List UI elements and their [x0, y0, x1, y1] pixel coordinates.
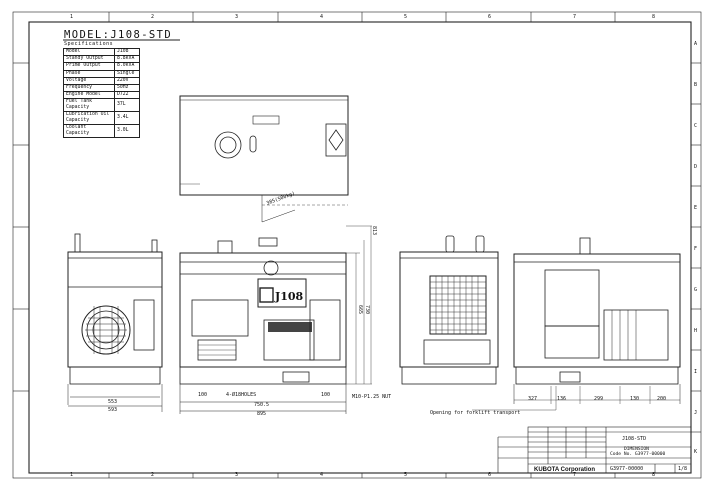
ruler-number: 2 [151, 14, 155, 20]
company-logo: KUBOTA Corporation [534, 467, 595, 473]
outer-border [12, 11, 702, 479]
spec-value: 3.4L [114, 111, 140, 126]
rear-view [399, 235, 499, 385]
dim-136: 136 [557, 396, 567, 402]
spec-value: Single [114, 69, 140, 78]
dim-327: 327 [528, 396, 538, 402]
drawing-title: MODEL:J108-STD [64, 29, 173, 41]
dim-730: 730 [364, 305, 370, 315]
ruler-letter: D [694, 164, 698, 170]
ruler-number: 8 [652, 472, 656, 478]
spec-key: Fuel Tank Capacity [63, 98, 115, 113]
ruler-number: 6 [488, 14, 492, 20]
ruler-letter: C [694, 123, 698, 129]
spec-key: Coolant Capacity [63, 124, 115, 139]
spec-value: 3.0L [114, 124, 140, 139]
ruler-letter: I [694, 369, 698, 375]
top-ruler [108, 12, 616, 478]
spec-key: Engine Model [63, 91, 115, 100]
spec-value: 8.0kVA [114, 62, 140, 71]
ruler-letter: E [694, 205, 698, 211]
spec-key: Model [63, 47, 115, 57]
ruler-number: 1 [70, 14, 74, 20]
ruler-number: 5 [404, 14, 408, 20]
side-view [179, 225, 372, 414]
ruler-number: 6 [488, 472, 492, 478]
ruler-letter: B [694, 82, 698, 88]
dim-553: 553 [108, 399, 118, 405]
spec-value: 37L [114, 98, 140, 113]
front-view [67, 233, 163, 412]
ruler-letter: G [694, 287, 698, 293]
ruler-number: 4 [320, 14, 324, 20]
ruler-letter: H [694, 328, 698, 334]
spec-key: Phase [63, 69, 115, 78]
ruler-number: 8 [652, 14, 656, 20]
ruler-letter: F [694, 246, 698, 252]
dim-holes: 4-Ø18HOLES [226, 392, 257, 398]
ruler-number: 4 [320, 472, 324, 478]
dim-665: 665 [357, 305, 363, 315]
ruler-number: 5 [404, 472, 408, 478]
badge-label: J108 [275, 290, 304, 303]
dim-813: 813 [371, 226, 377, 236]
title-block-scale: 1/8 [678, 466, 688, 472]
spec-key: Frequency [63, 83, 115, 93]
spec-value: 8.8kVA [114, 55, 140, 64]
title-block-number: G3977-00000 [610, 466, 644, 472]
ruler-number: 2 [151, 472, 155, 478]
ruler-number: 7 [573, 14, 577, 20]
dim-593: 593 [108, 407, 118, 413]
ruler-letter: A [694, 41, 698, 47]
spec-key: Standy Output [63, 55, 115, 64]
dim-130: 130 [630, 396, 640, 402]
spec-key: Prime Output [63, 62, 115, 71]
dim-100-left: 100 [198, 392, 208, 398]
dim-nut: M10-P1.25 NUT [352, 394, 392, 400]
spec-value: 220V [114, 76, 140, 85]
ruler-number: 3 [235, 14, 239, 20]
title-block [497, 426, 692, 474]
side-ruler [13, 62, 701, 433]
title-block-model: J108-STD [622, 436, 647, 442]
title-block-doc: DIMENSION [624, 447, 649, 452]
inner-border [28, 21, 692, 474]
dim-750: 750.5 [254, 402, 270, 408]
ruler-number: 1 [70, 472, 74, 478]
dim-200: 200 [657, 396, 667, 402]
spec-value: J108 [114, 47, 140, 57]
spec-key: Lubrication Oil Capacity [63, 111, 115, 126]
spec-value: D722 [114, 91, 140, 100]
ruler-letter: K [694, 449, 698, 455]
top-view [179, 95, 349, 223]
ruler-letter: J [694, 410, 698, 416]
dim-895: 895 [257, 411, 267, 417]
spec-key: Voltage [63, 76, 115, 85]
dim-299: 299 [594, 396, 604, 402]
ruler-number: 3 [235, 472, 239, 478]
title-block-code: Code No. G3977-00000 [610, 452, 666, 457]
ruler-number: 7 [573, 472, 577, 478]
back-side-view [472, 237, 681, 411]
spec-header: Specifications [64, 41, 114, 47]
spec-value: 50Hz [114, 83, 140, 93]
forklift-note: Opening for forklift transport [430, 410, 521, 416]
dim-100-right: 100 [321, 392, 331, 398]
